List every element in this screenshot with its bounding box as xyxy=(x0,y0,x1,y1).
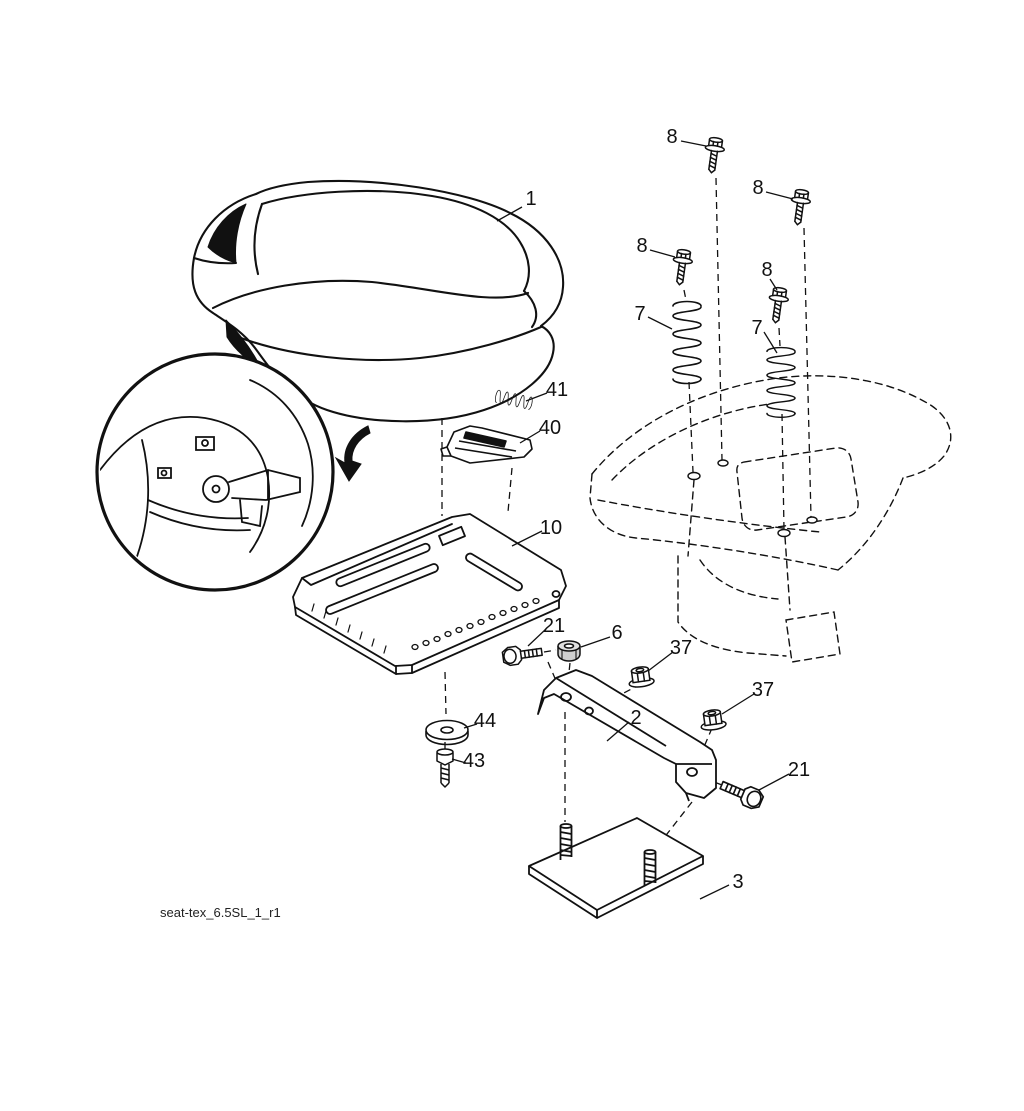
spring-7b xyxy=(766,346,796,419)
seat-pan xyxy=(292,513,567,675)
hinge-detail xyxy=(100,379,314,563)
part-label-2: 2 xyxy=(630,707,641,729)
seat-cushion xyxy=(191,179,565,423)
part-label-10: 10 xyxy=(540,517,562,539)
pan-edge-ticks xyxy=(311,603,387,654)
part-label-41: 41 xyxy=(546,379,568,401)
pan-vent-holes xyxy=(411,597,540,651)
part-label-7b: 7 xyxy=(751,317,762,339)
bracket-2 xyxy=(537,669,717,802)
mount-plate-3 xyxy=(528,817,704,919)
part-label-40: 40 xyxy=(539,417,561,439)
bolt-8d xyxy=(765,285,791,325)
nut-6 xyxy=(557,640,581,662)
bolt-8c xyxy=(669,247,695,287)
leader-lines xyxy=(451,140,794,900)
inset-detail-circle xyxy=(95,352,371,592)
chassis-dashed-outline xyxy=(589,375,952,663)
hinge-bolt-43 xyxy=(436,748,454,788)
rotation-arrow-icon xyxy=(334,425,371,482)
diagram-caption: seat-tex_6.5SL_1_r1 xyxy=(160,905,281,920)
part-label-44: 44 xyxy=(474,710,496,732)
part-label-7a: 7 xyxy=(634,303,645,325)
bolt-8b xyxy=(787,187,813,227)
part-label-37b: 37 xyxy=(752,679,774,701)
part-label-21b: 21 xyxy=(788,759,810,781)
part-label-8a: 8 xyxy=(666,126,677,148)
bolt-8a xyxy=(701,135,727,175)
part-label-37a: 37 xyxy=(670,637,692,659)
part-label-6: 6 xyxy=(611,622,622,644)
shoulder-bolt-21b xyxy=(716,775,766,812)
shoulder-bolt-21a xyxy=(501,642,544,667)
part-label-3: 3 xyxy=(732,871,743,893)
fender-mount-holes xyxy=(687,459,818,538)
spring-7a xyxy=(672,300,702,385)
flange-nut-37b xyxy=(698,707,728,733)
part-label-8b: 8 xyxy=(752,177,763,199)
part-label-43: 43 xyxy=(463,750,485,772)
part-label-1: 1 xyxy=(525,188,536,210)
clip-40 xyxy=(440,425,533,464)
part-label-21a: 21 xyxy=(543,615,565,637)
washer-44 xyxy=(425,719,469,746)
part-label-8c: 8 xyxy=(636,235,647,257)
part-labels: 1 8 8 8 8 7 7 41 40 10 21 6 37 37 2 21 4… xyxy=(463,126,810,893)
part-label-8d: 8 xyxy=(761,259,772,281)
